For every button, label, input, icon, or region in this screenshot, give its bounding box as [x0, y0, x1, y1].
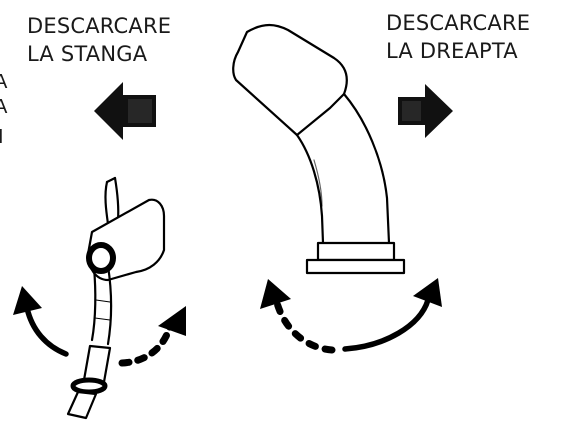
label-right-line2: LA DREAPTA [386, 39, 518, 63]
edge-letter-3: I [0, 126, 4, 148]
edge-letter-2: A [0, 96, 8, 118]
edge-letter-1: A [0, 71, 8, 93]
left-rotation-arrows [13, 286, 186, 367]
right-rotation-arrows [260, 278, 442, 354]
label-left-line2: LA STANGA [27, 42, 148, 66]
label-left-line1: DESCARCARE [27, 14, 172, 38]
label-discharge-right: DESCARCARE LA DREAPTA [386, 9, 530, 65]
left-direction-arrow [94, 82, 156, 140]
right-spout-illustration [232, 23, 406, 275]
label-discharge-left: DESCARCARE LA STANGA [27, 12, 171, 68]
label-right-line1: DESCARCARE [386, 11, 531, 35]
right-direction-arrow [398, 84, 453, 138]
left-spout-illustration [66, 176, 166, 420]
cropped-edge-text: A A I [0, 71, 8, 148]
